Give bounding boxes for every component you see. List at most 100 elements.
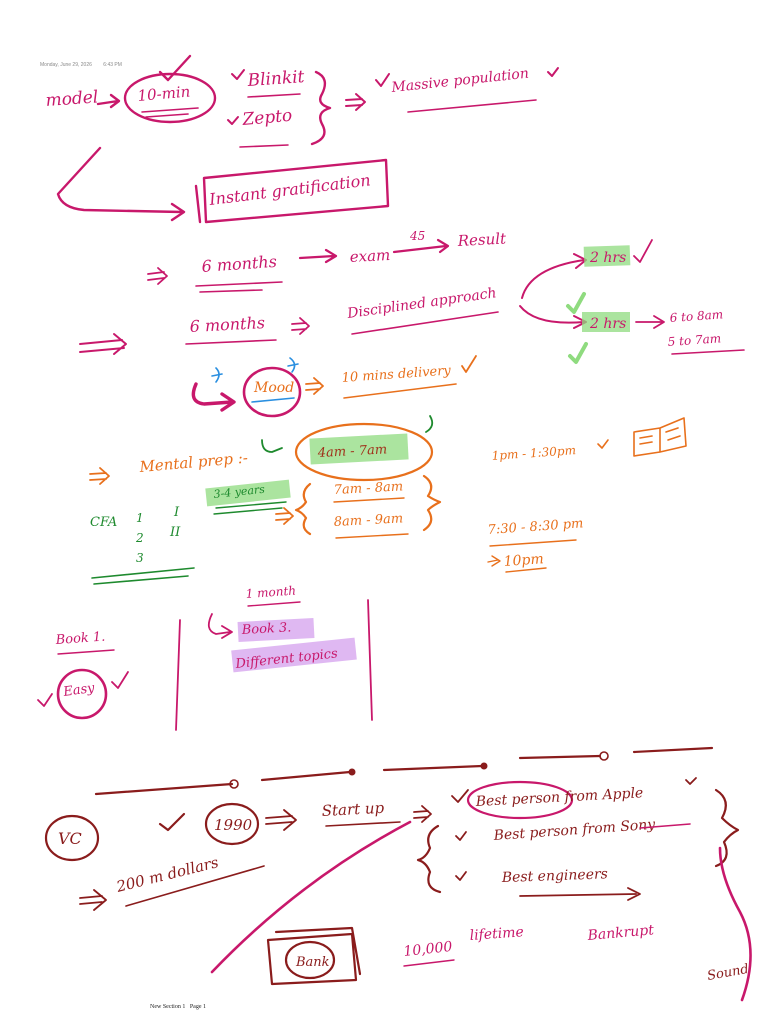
box-instant-gratification: [194, 158, 390, 224]
timeline-dot-1: [229, 779, 239, 789]
timeline-dot-3: [480, 762, 488, 770]
underline-book-1: [57, 649, 115, 655]
tick-population-2: [547, 67, 559, 77]
timeline-4: [518, 754, 602, 760]
arrow-back-curve: [56, 146, 186, 222]
underline-sony: [639, 823, 691, 829]
underline-delivery: [343, 383, 457, 399]
highlight-2hrs-1: [583, 245, 631, 267]
squiggle-blue-1: [211, 367, 223, 383]
curve-magenta-left: [210, 820, 412, 974]
underline-population: [407, 99, 537, 113]
underline-mood-blue: [251, 397, 295, 403]
note-massive-population: Massive population: [390, 66, 530, 96]
note-result: Result: [456, 229, 507, 250]
brace-blinkit-zepto: [310, 70, 332, 146]
note-three-four-years: 3-4 years: [213, 483, 266, 501]
note-six-months-2: 6 months: [189, 313, 265, 336]
highlight-book-3: [237, 618, 315, 642]
note-book-3: Book 3.: [240, 620, 291, 638]
tick-10min: [158, 54, 192, 82]
note-five-to-seven: 5 to 7am: [667, 331, 721, 349]
note-seven-to-eight: 7am - 8am: [333, 479, 403, 498]
note-six-months-1: 6 months: [201, 252, 277, 276]
highlight-2hrs-2: [582, 312, 630, 332]
underline-200m: [125, 865, 265, 907]
note-mood: Mood: [253, 380, 294, 396]
ink-group-books: Book 1. Easy 1 month Book 3. Different t…: [37, 584, 373, 731]
book-icon: [633, 417, 687, 457]
note-one-pm: 1pm - 1:30pm: [491, 443, 576, 463]
note-blinkit: Blinkit: [246, 67, 305, 91]
timeline-dot-2: [348, 768, 356, 776]
note-vc: VC: [58, 829, 82, 848]
highlight-different-topics: [231, 637, 357, 673]
arrow-green-curl-1: [261, 439, 283, 453]
underline-startup: [325, 821, 401, 827]
note-six-to-eight: 6 to 8am: [669, 307, 723, 325]
box-bank: [266, 926, 362, 986]
ink-group-cfa: CFA 1 2 3 I II: [90, 505, 195, 585]
note-book-1: Book 1.: [54, 630, 106, 648]
note-45: 45: [409, 229, 425, 243]
arrow-to-bankrupt: [519, 887, 641, 901]
note-zepto: Zepto: [241, 106, 293, 130]
note-mental-prep: Mental prep :-: [138, 449, 249, 476]
note-best-person-apple: Best person from Apple: [474, 785, 643, 810]
tick-blinkit: [231, 69, 245, 80]
note-sound: Sound: [706, 962, 750, 984]
circle-easy: [56, 668, 108, 720]
arrow-ten-pm: [487, 555, 501, 567]
page-footer: New Section 1 Page 1: [150, 1004, 206, 1010]
circle-bank: [284, 940, 336, 980]
curve-magenta-right: [718, 846, 752, 1002]
note-disciplined-approach: Disciplined approach: [345, 285, 497, 322]
note-startup: Start up: [321, 799, 385, 820]
arrow-to-exam: [298, 248, 338, 264]
note-200m: 200 m dollars: [114, 853, 221, 896]
footer-page: Page 1: [189, 1004, 206, 1010]
arrow-to-discipline: [291, 317, 310, 335]
page-timestamp: Monday, June 29, 2026 6:43 PM: [40, 62, 122, 68]
note-10-min: 10-min: [137, 82, 191, 105]
note-cfa-2: 2: [135, 531, 144, 545]
arrow-mood-to-delivery: [305, 377, 324, 395]
note-roman-1: I: [173, 505, 180, 520]
tick-2hrs-1: [633, 239, 653, 263]
tick-easy-right: [111, 671, 129, 689]
tick-population: [375, 73, 390, 87]
bar-left: [175, 619, 181, 731]
tick-green-1: [566, 292, 586, 314]
arrow-green-curl-2: [425, 415, 434, 433]
tick-best-apple: [451, 789, 469, 803]
note-exam: exam: [349, 246, 390, 266]
highlight-3-4-years: [205, 479, 291, 507]
note-cfa: CFA: [90, 515, 117, 530]
note-cfa-1: 1: [136, 511, 144, 525]
timeline-1: [94, 782, 234, 796]
note-cfa-3: 3: [136, 551, 144, 565]
note-ten-mins-delivery: 10 mins delivery: [341, 363, 452, 386]
note-2hrs-2: 2 hrs: [589, 316, 626, 332]
tick-vc: [158, 812, 186, 832]
note-best-person-sony: Best person from Sony: [492, 817, 657, 844]
arrow-six-months-1: [147, 267, 168, 285]
arrow-exam-to-result: [392, 238, 450, 254]
note-easy: Easy: [61, 681, 96, 700]
timeline-5: [632, 746, 714, 754]
underline-five-to-seven: [671, 349, 745, 355]
note-1990: 1990: [214, 816, 253, 834]
brace-right-team: [714, 788, 740, 868]
footer-section: New Section 1: [150, 1004, 186, 1010]
note-bankrupt: Bankrupt: [586, 922, 655, 944]
underline-one-month: [247, 601, 301, 607]
note-seven-thirty: 7:30 - 8:30 pm: [487, 516, 584, 538]
arrow-startup-to-best: [413, 805, 432, 823]
arrow-1990-to-startup: [265, 809, 297, 831]
circle-best-person: [466, 780, 574, 820]
underline-ten-pm: [505, 567, 547, 573]
arrow-to-population: [345, 93, 366, 111]
circle-10min: [123, 72, 217, 124]
ink-group-six-months: 6 months exam 45 Result 2 hrs 6 months D…: [79, 229, 745, 364]
